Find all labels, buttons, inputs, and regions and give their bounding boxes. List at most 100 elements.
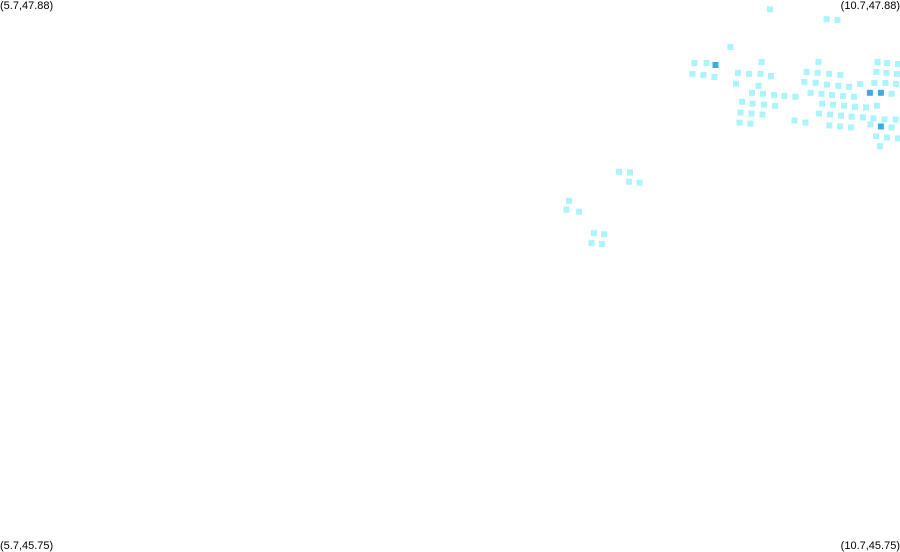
density-cell bbox=[838, 112, 844, 119]
density-cell bbox=[870, 115, 877, 122]
density-cell bbox=[874, 102, 880, 109]
density-cell bbox=[873, 133, 880, 140]
density-cell bbox=[767, 72, 774, 79]
density-cell bbox=[873, 69, 880, 75]
density-cell bbox=[835, 82, 842, 89]
density-cell bbox=[867, 121, 874, 128]
density-cell bbox=[767, 6, 773, 13]
density-cell bbox=[781, 92, 788, 99]
density-cell bbox=[866, 89, 873, 96]
density-cell bbox=[747, 120, 754, 127]
density-cell bbox=[863, 104, 869, 111]
density-cell bbox=[737, 109, 744, 116]
density-cell bbox=[636, 179, 643, 186]
density-cell bbox=[759, 111, 766, 118]
density-cell bbox=[829, 91, 835, 98]
density-cell bbox=[816, 110, 822, 117]
density-cell bbox=[888, 124, 895, 131]
density-cell bbox=[757, 70, 764, 77]
density-cell bbox=[689, 70, 696, 77]
density-cell bbox=[616, 168, 622, 175]
density-cell bbox=[877, 143, 883, 150]
density-cell bbox=[819, 100, 826, 107]
density-cell bbox=[857, 81, 863, 87]
density-cell bbox=[712, 62, 719, 68]
density-cell bbox=[893, 81, 899, 87]
density-cell bbox=[830, 101, 836, 108]
density-cell bbox=[749, 89, 755, 96]
density-cell bbox=[576, 208, 583, 215]
density-cell bbox=[818, 90, 825, 97]
density-cell bbox=[839, 92, 846, 99]
density-cell bbox=[601, 231, 608, 238]
density-cell bbox=[852, 103, 858, 110]
density-cell bbox=[812, 79, 819, 86]
density-cell bbox=[895, 61, 900, 67]
corner-label-top-right: (10.7,47.88) bbox=[840, 0, 900, 12]
density-cell bbox=[882, 79, 889, 86]
density-cell bbox=[566, 197, 572, 204]
density-cell bbox=[871, 79, 878, 86]
density-cell bbox=[846, 83, 853, 90]
corner-label-bottom-right: (10.7,45.75) bbox=[840, 540, 900, 552]
density-cell bbox=[627, 169, 633, 176]
density-cell bbox=[591, 230, 597, 237]
density-cell bbox=[733, 80, 739, 87]
density-cell bbox=[841, 102, 847, 109]
density-cell bbox=[826, 122, 833, 129]
density-cell bbox=[727, 43, 734, 50]
density-cell bbox=[598, 241, 605, 248]
corner-label-bottom-left: (5.7,45.75) bbox=[0, 540, 54, 552]
density-cell bbox=[760, 90, 766, 97]
density-cell bbox=[791, 117, 798, 124]
density-cell bbox=[814, 69, 821, 76]
density-cell bbox=[746, 70, 752, 77]
density-cell bbox=[792, 93, 799, 100]
density-cell bbox=[826, 70, 833, 77]
density-cell bbox=[755, 82, 762, 89]
density-cell bbox=[837, 123, 844, 130]
density-cell bbox=[807, 89, 814, 96]
density-cell bbox=[748, 110, 755, 117]
density-cell bbox=[850, 93, 857, 100]
density-cell bbox=[772, 102, 779, 109]
density-cell bbox=[771, 91, 777, 98]
density-cell bbox=[893, 70, 900, 77]
density-cell bbox=[823, 81, 830, 88]
density-cell bbox=[888, 90, 895, 97]
density-cell bbox=[760, 101, 767, 108]
density-cell bbox=[823, 16, 830, 23]
density-cell bbox=[802, 119, 809, 126]
density-cell bbox=[892, 116, 899, 123]
density-cell bbox=[827, 111, 833, 118]
density-cell bbox=[703, 60, 710, 66]
density-cell bbox=[877, 123, 884, 130]
density-cell bbox=[739, 98, 745, 105]
density-cell bbox=[877, 89, 884, 96]
density-cell bbox=[801, 78, 808, 85]
density-cell bbox=[711, 74, 718, 80]
density-cell bbox=[691, 60, 698, 66]
density-cell bbox=[563, 206, 570, 213]
density-cell bbox=[758, 58, 765, 65]
density-cell bbox=[837, 71, 844, 78]
density-cell bbox=[848, 113, 855, 120]
density-cell bbox=[700, 71, 707, 78]
corner-label-top-left: (5.7,47.88) bbox=[0, 0, 54, 12]
density-cell bbox=[848, 124, 854, 131]
density-cell bbox=[883, 69, 890, 76]
density-cell bbox=[625, 178, 632, 185]
density-cell bbox=[588, 240, 595, 247]
density-cell bbox=[735, 69, 741, 76]
density-cell bbox=[874, 58, 881, 65]
density-cell bbox=[895, 135, 900, 142]
density-cell bbox=[749, 100, 756, 107]
density-cell bbox=[884, 60, 890, 66]
density-cell bbox=[881, 116, 888, 123]
density-cell bbox=[736, 119, 743, 126]
density-cell bbox=[815, 58, 822, 65]
density-cell bbox=[803, 69, 810, 75]
density-cell bbox=[834, 17, 841, 24]
density-cell bbox=[859, 114, 866, 121]
